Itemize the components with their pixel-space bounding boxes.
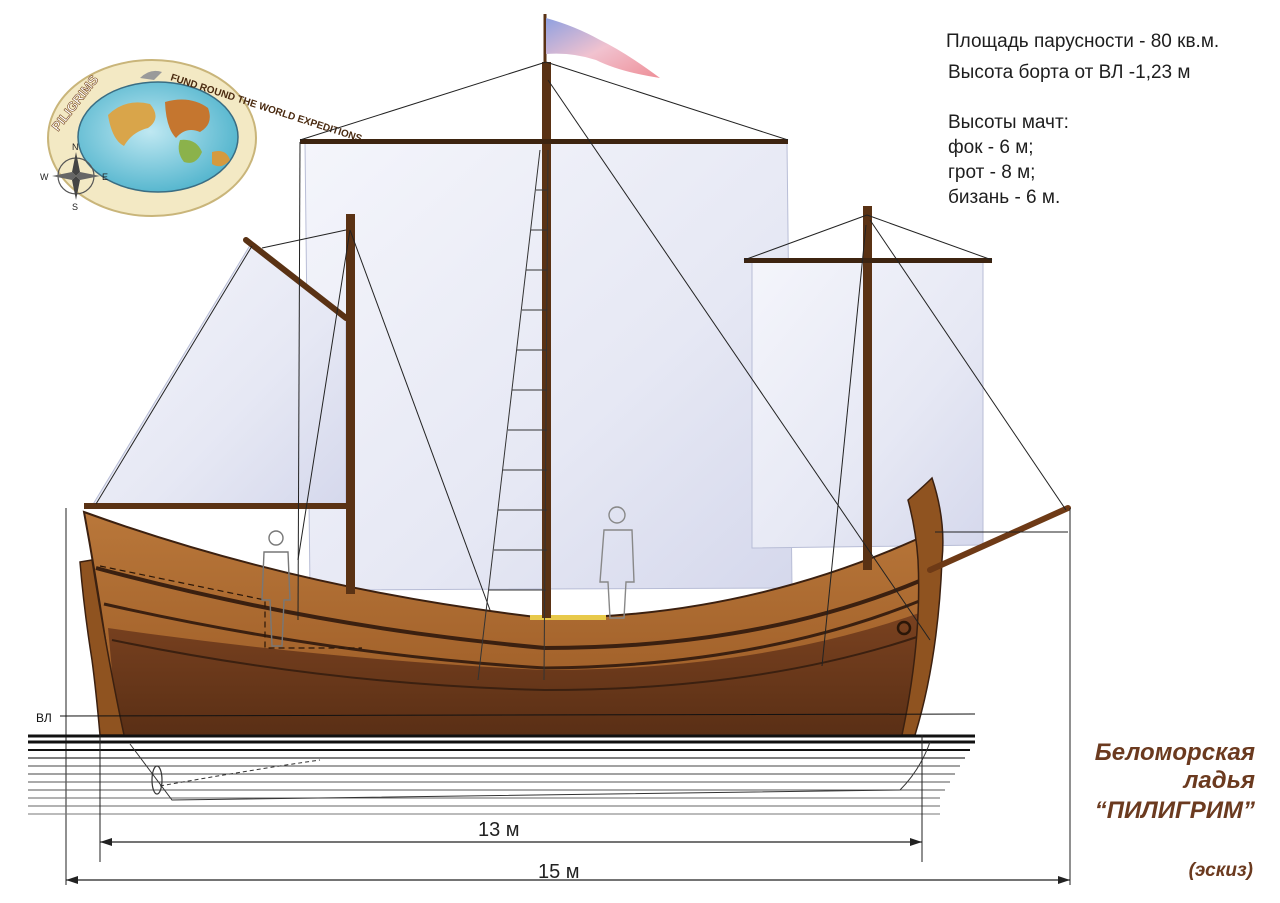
ratline-ladder <box>477 149 549 681</box>
mizzen-lift-right <box>866 214 993 261</box>
waterline-label: ВЛ <box>36 711 52 725</box>
compass-e-label: E <box>102 172 108 182</box>
sternpost-rudder <box>79 559 125 736</box>
spec-freeboard: Высота борта от ВЛ -1,23 м <box>948 62 1190 83</box>
hull <box>79 476 1071 736</box>
logo-continent-australia <box>212 151 230 167</box>
pennant-flag <box>543 14 660 78</box>
keel-dashed-line <box>159 759 321 787</box>
submerged-hull-outline <box>129 741 931 801</box>
figure-body <box>261 551 291 647</box>
length-13-label: 13 м <box>478 819 520 841</box>
length-15-label: 15 м <box>538 861 580 883</box>
human-figure-aft <box>261 530 291 647</box>
mizzen-mast <box>863 206 872 570</box>
main-sheet-left <box>297 141 301 621</box>
hull-plank-line <box>111 635 921 692</box>
ladder-rail-right <box>543 149 549 681</box>
dimension-15m: 15 м <box>66 861 1070 884</box>
ladder-rail-left <box>477 149 541 681</box>
logo-continent-africa <box>178 139 202 163</box>
rudder-pivot <box>151 765 163 795</box>
mizzen-lift-left <box>743 214 868 261</box>
arrow-right-icon <box>910 838 922 846</box>
fore-sail-leech <box>95 245 253 505</box>
compass-s-label: S <box>72 202 78 212</box>
figure-head <box>268 530 284 546</box>
figure-head <box>608 506 626 524</box>
hull-lower-planking <box>108 612 923 735</box>
fore-stay <box>349 229 491 611</box>
spec-mast-fore: фок - 6 м; <box>948 137 1034 158</box>
mizzen-stay <box>869 219 1067 511</box>
specs-block: Площадь парусности - 80 кв.м. Высота бор… <box>946 31 1219 208</box>
fore-shroud <box>297 229 351 561</box>
human-figure-midship <box>599 506 635 619</box>
bowsprit <box>927 505 1071 573</box>
spec-masts-heading: Высоты мачт: <box>948 112 1069 133</box>
fore-lateen-yard <box>243 237 349 321</box>
arrow-left-icon <box>100 838 112 846</box>
main-yard <box>300 139 788 144</box>
stem-post <box>901 476 944 736</box>
logo-continent-americas <box>108 102 156 146</box>
fore-mast <box>346 214 355 594</box>
spec-mast-mizzen: бизань - 6 м. <box>948 187 1060 208</box>
arrow-left-icon <box>66 876 78 884</box>
title-line1: Беломорская <box>1095 739 1255 766</box>
title-block: Беломорская ладья “ПИЛИГРИМ” (эскиз) <box>1095 739 1255 881</box>
spec-sail-area: Площадь парусности - 80 кв.м. <box>946 31 1219 52</box>
sketch-label: (эскиз) <box>1189 860 1253 881</box>
arrow-right-icon <box>1058 876 1070 884</box>
fore-boom <box>84 503 346 509</box>
compass-n-label: N <box>72 142 79 152</box>
figure-body <box>599 529 635 619</box>
hawse-hole <box>896 620 912 636</box>
mizzen-yard <box>744 258 992 263</box>
fore-yard-halyard <box>261 229 347 249</box>
logo-continent-eurasia <box>165 99 210 138</box>
flag-cloth <box>546 18 660 78</box>
sails <box>91 141 984 591</box>
spec-mast-main: грот - 8 м; <box>948 162 1035 183</box>
main-topping-lift-left <box>299 61 547 141</box>
title-line3: “ПИЛИГРИМ” <box>1095 797 1255 824</box>
rigging <box>65 61 1071 885</box>
bird-icon <box>140 70 162 80</box>
water-lines: ВЛ <box>28 711 976 815</box>
compass-rose-icon: N S E W <box>40 142 108 212</box>
title-line2: ладья <box>1183 767 1256 794</box>
waterline-vl <box>59 713 976 717</box>
compass-w-label: W <box>40 172 49 182</box>
main-forestay <box>547 79 931 641</box>
main-topping-lift-right <box>545 61 789 141</box>
mizzen-shroud <box>821 224 867 667</box>
hatch <box>530 615 606 620</box>
dimension-13m: 13 м <box>99 735 923 862</box>
deckhouse-dashed-outline <box>99 565 362 649</box>
